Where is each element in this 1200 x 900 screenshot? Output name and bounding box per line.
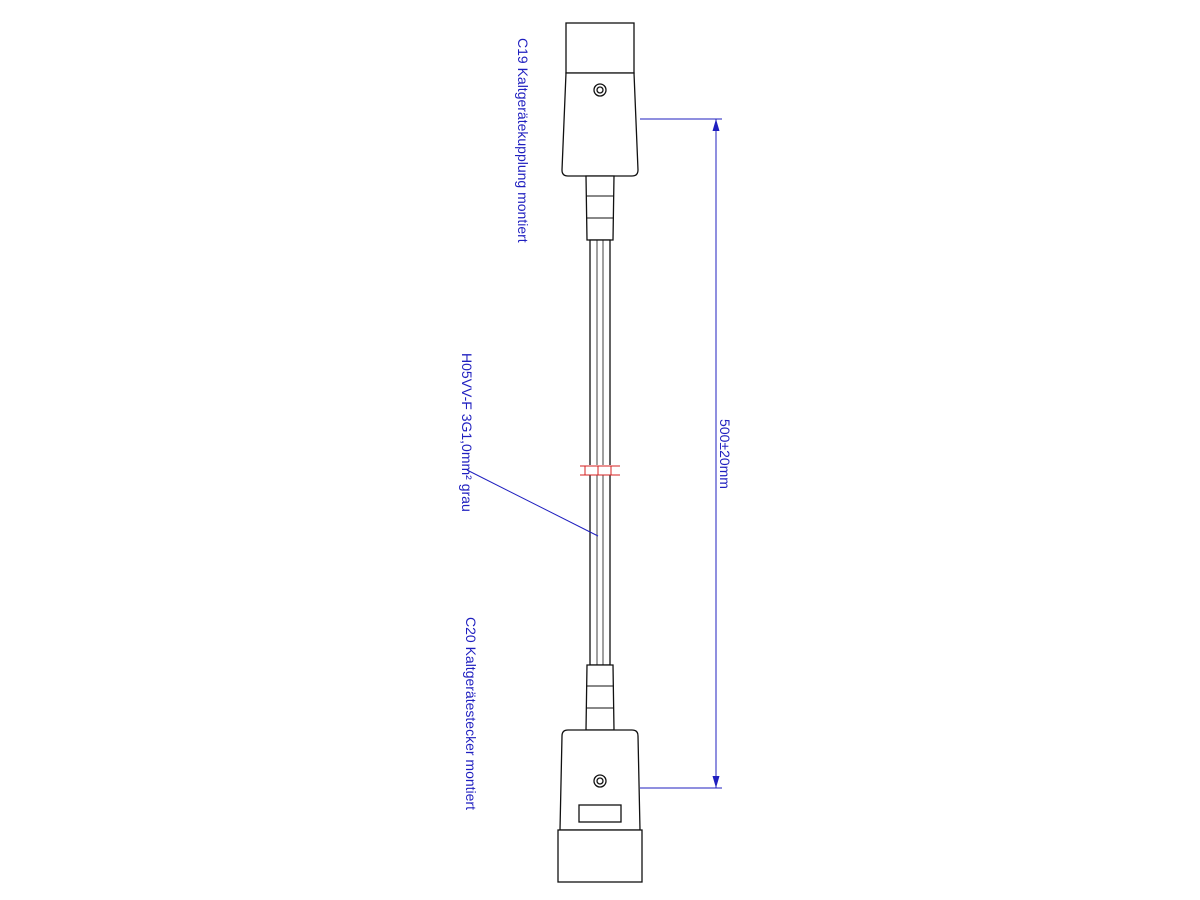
- length-label: 500±20mm: [717, 419, 733, 489]
- c19-strain-relief: [585, 175, 615, 241]
- c20-plug-end: [557, 829, 643, 883]
- length-dimension: 500±20mm: [640, 118, 733, 789]
- c20-strain-relief: [585, 664, 615, 731]
- c20-screw-inner-icon: [596, 777, 604, 785]
- c20-label: C20 Kaltgerätestecker montiert: [463, 617, 479, 810]
- c20-connector: [557, 664, 643, 883]
- dimension-arrow-top-icon: [712, 119, 720, 131]
- c19-body: [561, 72, 639, 177]
- cable-label: H05VV-F 3G1,0mm² grau: [459, 353, 475, 512]
- c19-front-cap: [565, 22, 635, 74]
- cable-leader-line: [466, 469, 599, 537]
- cable: [580, 239, 620, 666]
- c19-connector: [561, 22, 639, 241]
- c20-label-window: [578, 804, 622, 823]
- dimension-arrow-bottom-icon: [712, 776, 720, 788]
- cable-jacket: [589, 239, 611, 666]
- c19-label: C19 Kaltgerätekupplung montiert: [515, 38, 531, 243]
- c19-screw-inner-icon: [596, 86, 604, 94]
